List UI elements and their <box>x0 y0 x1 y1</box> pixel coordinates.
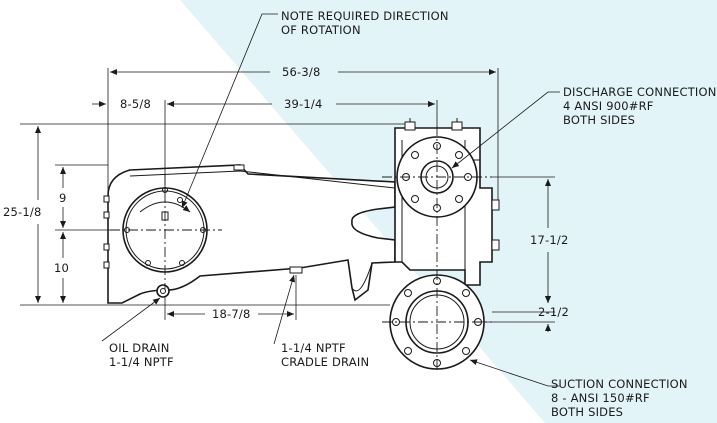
dim-overall-length: 56-3/8 <box>282 65 321 79</box>
annotation-text: NOTE REQUIRED DIRECTION OF ROTATION DISC… <box>3 9 717 419</box>
center-lines <box>110 126 492 372</box>
dim-length-to-shaft: 8-5/8 <box>120 97 151 111</box>
suction-line2: 8 - ANSI 150#RF <box>551 391 650 405</box>
cradle-drain-line2: CRADLE DRAIN <box>281 355 369 369</box>
dim-length-to-discharge: 39-1/4 <box>284 97 323 111</box>
suction-line3: BOTH SIDES <box>551 405 623 419</box>
suction-line1: SUCTION CONNECTION <box>551 377 688 391</box>
note-rotation-line1: NOTE REQUIRED DIRECTION <box>281 9 449 23</box>
dim-drain-spacing: 18-7/8 <box>212 307 251 321</box>
dim-upper-height: 9 <box>59 191 67 205</box>
discharge-line1: DISCHARGE CONNECTION <box>563 85 717 99</box>
cradle-drain-line1: 1-1/4 NPTF <box>281 341 346 355</box>
dim-overall-height: 25-1/8 <box>3 205 42 219</box>
dimension-lines <box>20 13 560 387</box>
dim-suction-offset: 2-1/2 <box>538 305 569 319</box>
oil-drain-line2: 1-1/4 NPTF <box>109 355 174 369</box>
dim-lower-height: 10 <box>54 261 69 275</box>
discharge-line2: 4 ANSI 900#RF <box>563 99 654 113</box>
oil-drain-line1: OIL DRAIN <box>109 341 170 355</box>
discharge-line3: BOTH SIDES <box>563 113 635 127</box>
dim-discharge-height: 17-1/2 <box>530 233 569 247</box>
note-rotation-line2: OF ROTATION <box>281 23 361 37</box>
